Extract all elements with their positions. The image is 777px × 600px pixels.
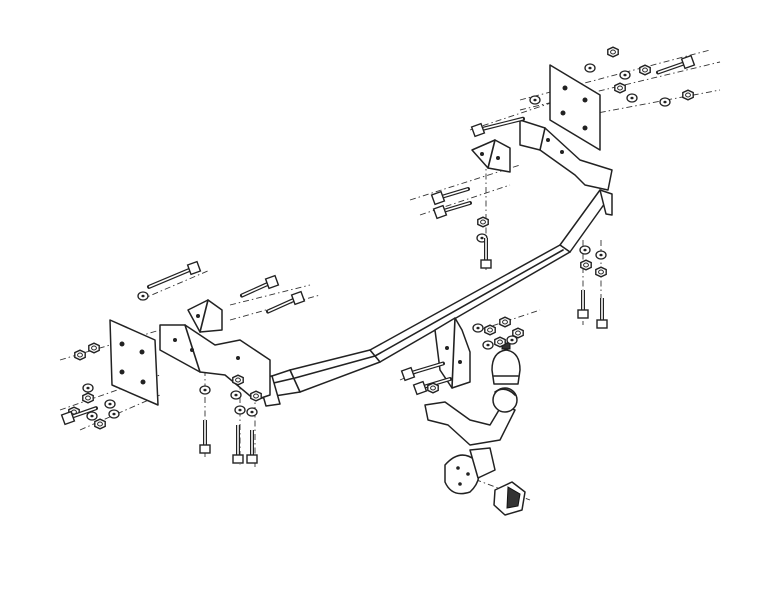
right-mount-plate [549,64,601,151]
fastener-set [60,46,696,464]
socket-plate [444,447,496,495]
left-arm [159,324,271,401]
electrical-socket [493,481,526,516]
left-bracket [187,299,223,333]
cross-beam [257,189,613,407]
hitch-bracket [434,317,471,389]
right-arm [519,119,613,191]
right-bracket [471,139,511,173]
ball-cover-cap [491,342,521,385]
assembly-axes [59,49,721,501]
tow-ball-neck [424,387,518,446]
left-mount-plate [109,319,159,406]
